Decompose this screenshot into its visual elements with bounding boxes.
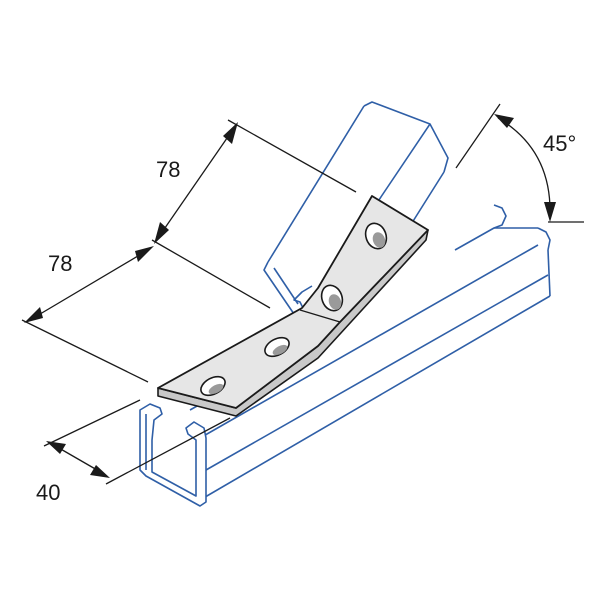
lower-channel-end-profile <box>139 403 207 507</box>
arrow-angle-a <box>494 114 514 128</box>
dimension-label-width-40: 40 <box>36 480 60 505</box>
extension-line-end <box>21 319 149 383</box>
arrow-upper-78-a <box>154 222 169 244</box>
arrow-lower-78-a <box>24 307 43 323</box>
dimension-line-lower-78 <box>29 249 149 321</box>
extension-line-width <box>105 417 231 485</box>
lower-channel-side-far <box>547 249 551 297</box>
extension-line-angle-top <box>455 103 501 169</box>
extension-line-width-left <box>43 399 141 447</box>
dimension-label-angle: 45° <box>543 131 576 156</box>
extension-line-mid <box>151 239 271 309</box>
plate-hole-4 <box>364 222 388 250</box>
lower-channel-lip-back <box>454 204 507 251</box>
dimensions: 78 78 40 45° <box>21 103 584 505</box>
upper-channel-left-edge <box>267 105 365 263</box>
lower-channel-top-edge <box>199 244 539 439</box>
extension-line-upper <box>227 119 357 193</box>
dimension-line-upper-78 <box>157 127 235 239</box>
dimension-arc-45 <box>497 117 551 217</box>
arrow-upper-78-b <box>223 122 238 144</box>
lower-channel-inner-edge <box>205 274 549 471</box>
arrow-angle-b <box>544 202 556 222</box>
lower-channel-lip-front <box>537 227 551 251</box>
dimension-label-upper-78: 78 <box>156 157 180 182</box>
plate-top-face <box>157 195 429 409</box>
angle-bracket-plate <box>157 195 429 417</box>
upper-channel-cut-inner <box>273 267 299 305</box>
plate-hole-1 <box>200 375 226 397</box>
arrow-width-40-b <box>90 465 110 478</box>
plate-hole-2 <box>264 336 290 358</box>
dimension-label-lower-78: 78 <box>48 251 72 276</box>
plate-hole-3 <box>320 284 344 312</box>
plate-bend-line <box>299 309 341 323</box>
lower-channel-bottom-edge <box>199 295 551 501</box>
arrow-lower-78-b <box>135 246 154 262</box>
arrow-width-40-a <box>46 441 66 454</box>
upper-channel-far-end <box>363 101 449 173</box>
